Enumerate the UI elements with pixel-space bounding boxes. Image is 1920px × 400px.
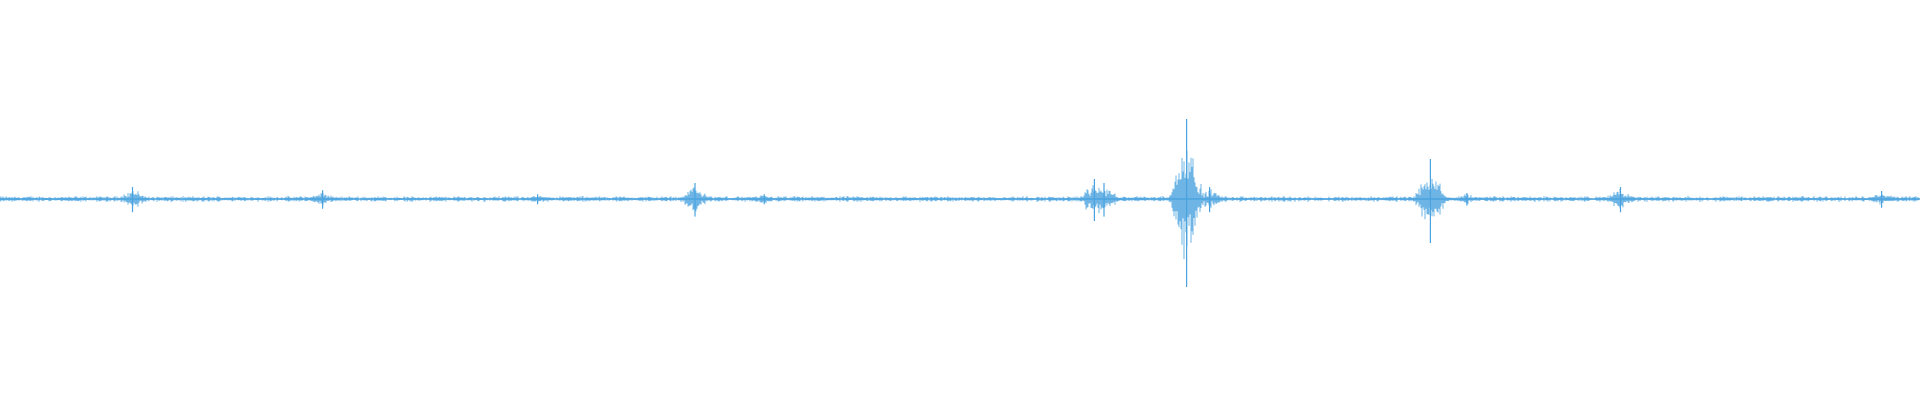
waveform-trace [0, 119, 1920, 287]
waveform-samples [0, 150, 1920, 260]
